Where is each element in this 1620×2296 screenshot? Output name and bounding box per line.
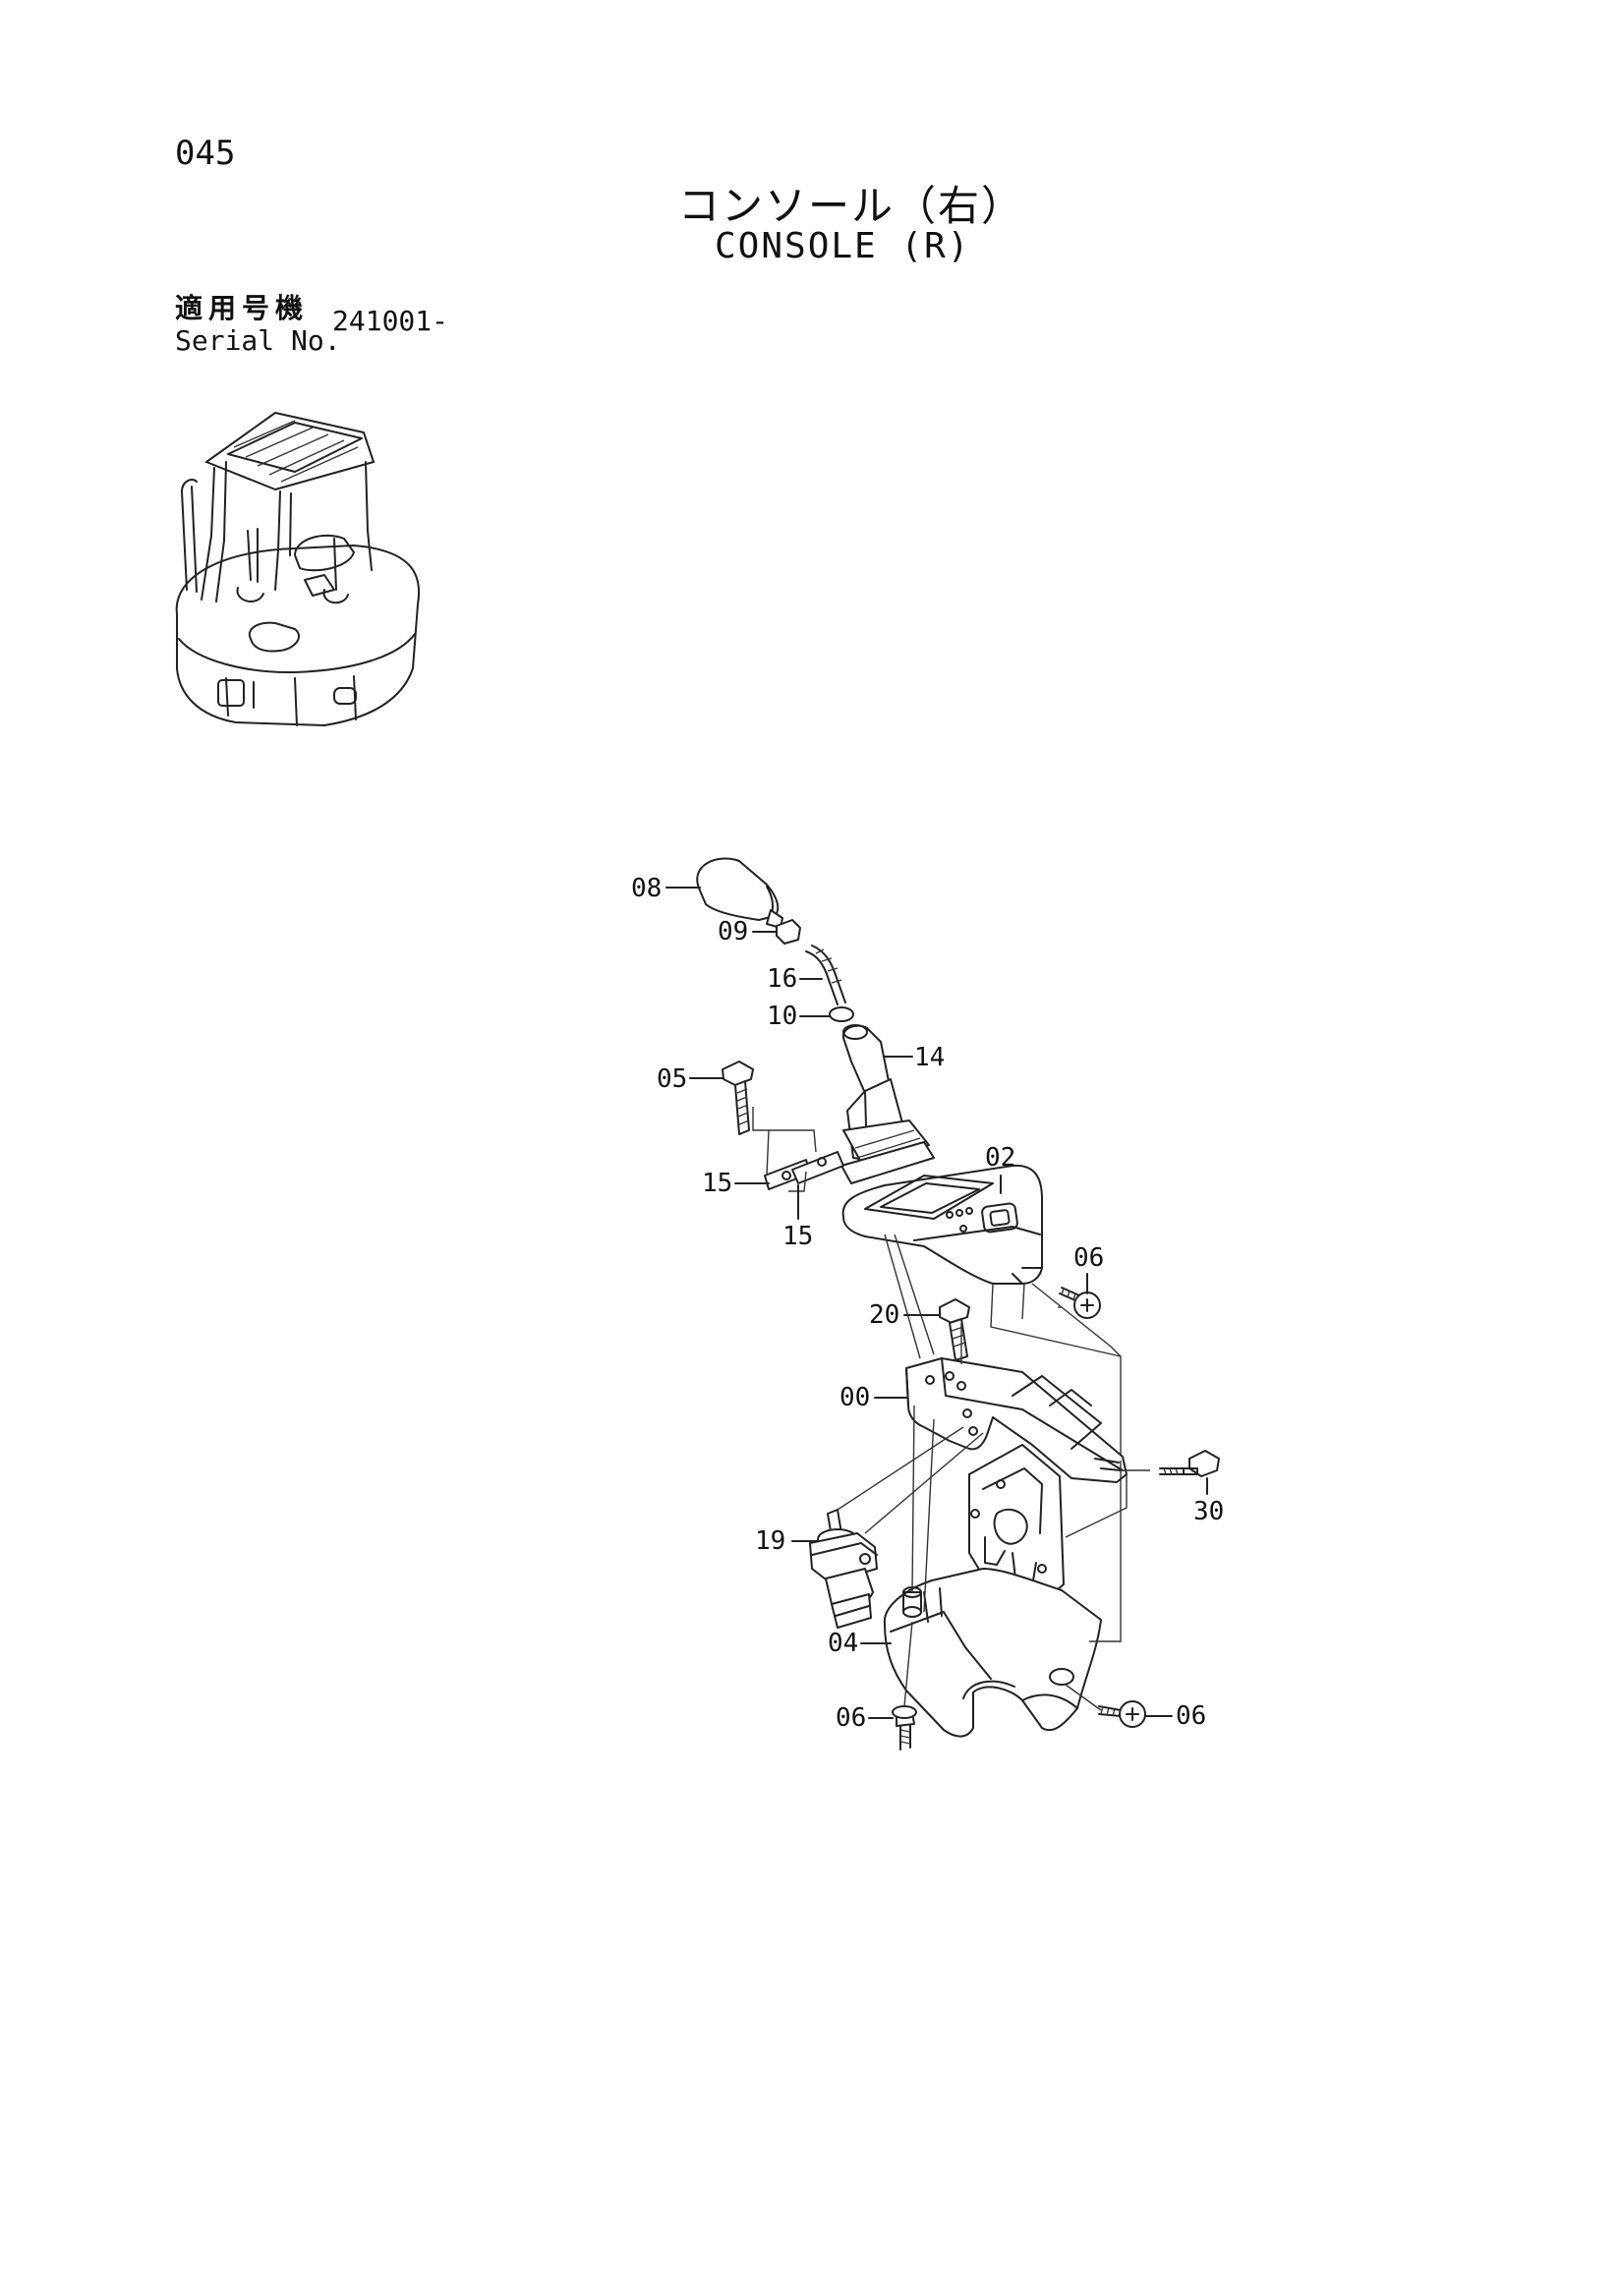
console-assembly: 08 09 16 10 14 05 02 15 15 06 20 00 30 1… (631, 857, 1224, 1751)
screw-06-lower-right (1098, 1700, 1146, 1728)
callout-09: 09 (718, 917, 748, 947)
assembly-lines (752, 1107, 1150, 1711)
callout-30: 30 (1193, 1497, 1224, 1526)
page-number: 045 (175, 134, 236, 173)
callout-14: 14 (914, 1043, 945, 1072)
callout-04: 04 (828, 1629, 858, 1658)
callout-16: 16 (767, 964, 797, 994)
callout-08: 08 (631, 874, 662, 903)
console-frame (905, 1357, 1128, 1483)
lever-rod (805, 945, 846, 1005)
callout-leaders (665, 887, 1208, 1719)
bolt-20 (939, 1298, 970, 1361)
callout-20: 20 (869, 1300, 899, 1330)
mounting-bracket (764, 1151, 844, 1190)
serial-label-japanese: 適用号機 (175, 292, 310, 324)
callout-05: 05 (657, 1064, 687, 1094)
washer (829, 1006, 854, 1022)
console-top-cover (841, 1164, 1043, 1285)
callout-00: 00 (839, 1383, 870, 1412)
callout-labels: 08 09 16 10 14 05 02 15 15 06 20 00 30 1… (631, 874, 1224, 1733)
serial-number-value: 241001- (332, 305, 449, 337)
callout-19: 19 (755, 1526, 785, 1556)
screw-06-upper (1059, 1287, 1101, 1319)
excavator-cab-icon (175, 412, 421, 726)
pilot-switch (809, 1509, 878, 1629)
callout-10: 10 (767, 1002, 797, 1031)
callout-15-lower: 15 (782, 1222, 813, 1251)
callout-02: 02 (985, 1143, 1015, 1173)
bolt-05 (722, 1061, 754, 1135)
console-lower-cover (883, 1568, 1102, 1738)
screw-06-lower-left (892, 1705, 917, 1751)
bolt-30 (1159, 1450, 1220, 1477)
title-english: CONSOLE (R) (715, 226, 971, 266)
lock-nut (776, 919, 801, 945)
rubber-boot (840, 1024, 935, 1184)
title-japanese: コンソール（右） (678, 182, 1025, 230)
callout-15-upper: 15 (702, 1169, 732, 1198)
callout-06-lower-left: 06 (836, 1703, 866, 1733)
grip-knob (696, 857, 783, 929)
callout-06-lower-right: 06 (1176, 1701, 1206, 1731)
callout-06-upper: 06 (1073, 1243, 1104, 1273)
serial-label-english: Serial No. (175, 324, 341, 357)
